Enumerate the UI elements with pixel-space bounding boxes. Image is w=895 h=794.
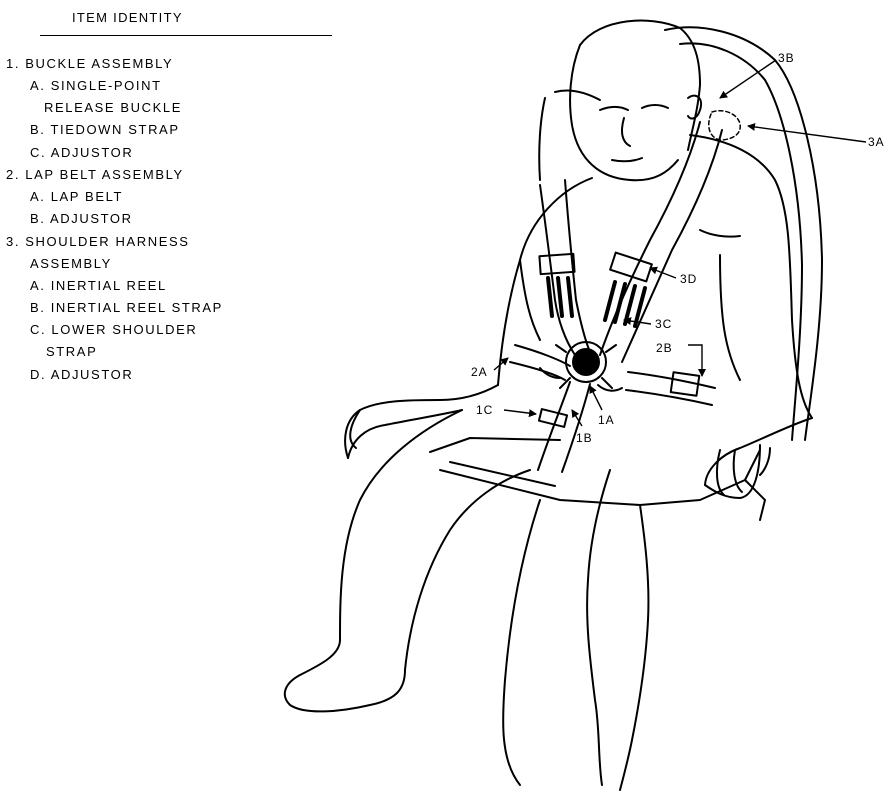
occupant-legs [285,410,649,790]
callout-2b: 2B [656,341,673,355]
lap-belt [510,345,715,405]
callout-3c: 3C [655,317,672,331]
callout-1b: 1B [576,431,593,445]
callout-3b: 3B [778,51,795,65]
callout-3a: 3A [868,135,885,149]
leader-1c [504,410,536,414]
inertial-reel-hidden [709,111,741,140]
shoulder-straps [540,122,722,362]
single-point-release-buckle [556,342,616,388]
callout-3d: 3D [680,272,697,286]
seat-pan [430,438,765,520]
tiedown-strap [538,382,590,472]
shoulder-adjustors [539,253,651,326]
callout-2a: 2A [471,365,488,379]
leader-3b [720,60,776,98]
leader-1a [590,386,602,410]
callout-1a: 1A [598,413,615,427]
callout-1c: 1C [476,403,493,417]
leader-2b [688,345,702,376]
